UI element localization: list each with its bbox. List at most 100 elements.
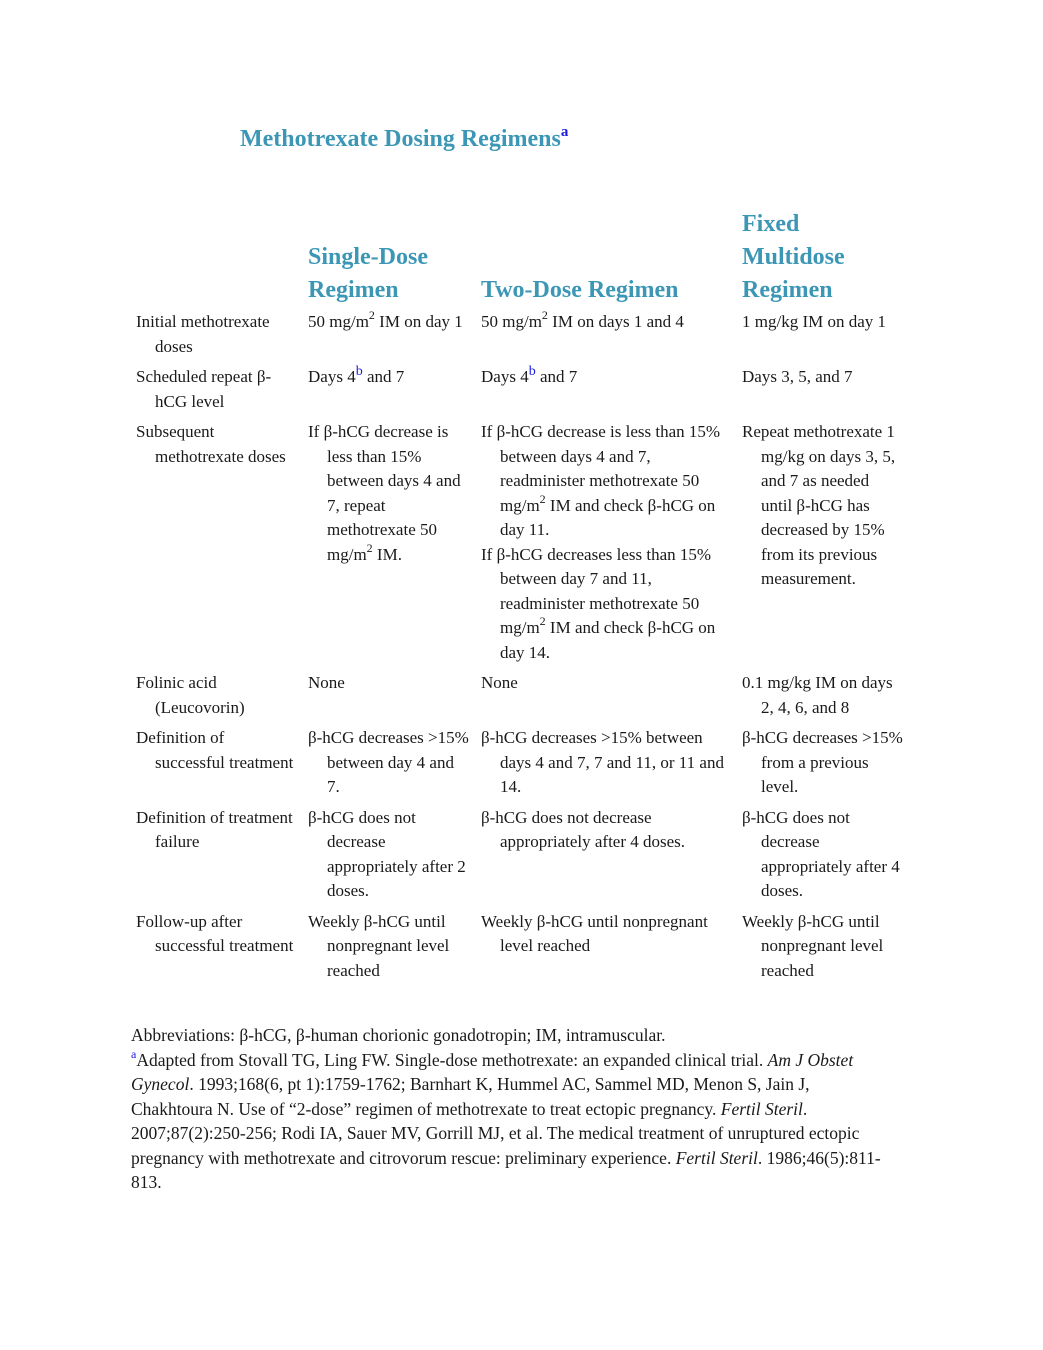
table-notes: Abbreviations: β-hCG, β-human chorionic …: [131, 1023, 891, 1195]
reference-3: Rodi IA, Sauer MV, Gorrill MJ, et al. Th…: [131, 1123, 860, 1168]
cell-two: Weekly β-hCG until nonpregnant level rea…: [475, 910, 736, 990]
table-row: Definition of treatment failure β-hCG doe…: [130, 806, 910, 910]
table-header-row: Single-Dose Regimen Two-Dose Regimen Fix…: [130, 208, 910, 310]
cell-label-text: Folinic acid (Leucovorin): [136, 673, 245, 717]
reference-3-journal: Fertil Steril: [675, 1147, 758, 1168]
cell-single-text: Weekly β-hCG until nonpregnant level rea…: [308, 911, 450, 980]
reference-2-journal: Fertil Steril: [720, 1098, 803, 1119]
cell-label: Initial methotrexate doses: [130, 310, 302, 365]
cell-two-text: If β-hCG decreases less than 15% between…: [481, 543, 730, 666]
reference-1-citation: . 1993;168(6, pt 1):1759-1762;: [189, 1074, 410, 1094]
cell-label-text: Subsequent methotrexate doses: [136, 422, 286, 466]
cell-label: Follow-up after successful treatment: [130, 910, 302, 990]
cell-fixed-text: β-hCG does not decrease appropriately af…: [742, 807, 900, 901]
cell-two-pre: Days 4: [481, 367, 529, 386]
title-footnote-marker: a: [560, 124, 569, 140]
cell-label: Definition of successful treatment: [130, 726, 302, 806]
cell-fixed-text: β-hCG decreases >15% from a previous lev…: [742, 728, 903, 796]
cell-two-text: If β-hCG decrease is less than 15% betwe…: [481, 420, 730, 543]
cell-single: Weekly β-hCG until nonpregnant level rea…: [302, 910, 475, 990]
cell-single-sup: 2: [368, 308, 375, 322]
cell-two-text: Weekly β-hCG until nonpregnant level rea…: [481, 911, 708, 956]
header-blank: [130, 208, 302, 310]
cell-single-pre: Days 4: [308, 367, 356, 386]
cell-single: 50 mg/m2 IM on day 1: [302, 308, 475, 365]
cell-two: None: [475, 671, 736, 726]
header-single-dose: Single-Dose Regimen: [308, 244, 428, 303]
cell-fixed-text: 1 mg/kg IM on day 1: [742, 312, 887, 331]
cell-fixed: Weekly β-hCG until nonpregnant level rea…: [736, 910, 910, 990]
cell-single-post: IM on day 1: [374, 312, 463, 331]
cell-label-text: Scheduled repeat β-hCG level: [136, 367, 272, 411]
cell-label: Subsequent methotrexate doses: [130, 420, 302, 671]
cell-two-post: IM and check β-hCG on day 11.: [500, 495, 716, 540]
cell-label-text: Definition of treatment failure: [136, 807, 293, 852]
cell-fixed: β-hCG decreases >15% from a previous lev…: [736, 726, 910, 806]
cell-fixed: 0.1 mg/kg IM on days 2, 4, 6, and 8: [736, 671, 910, 726]
cell-single-post: and 7: [362, 367, 405, 386]
cell-label-text: Follow-up after successful treatment: [136, 911, 294, 956]
cell-two-pre: If β-hCG decreases less than 15% between…: [481, 544, 712, 638]
cell-single-text: 50 mg/m2 IM on day 1: [308, 308, 469, 335]
cell-two: β-hCG decreases >15% between days 4 and …: [475, 726, 736, 806]
cell-two-sup: 2: [539, 491, 546, 506]
cell-two-sup: 2: [539, 614, 546, 628]
reference-3-citation: . 1986;46(5):811-813.: [131, 1147, 881, 1193]
references-note: aAdapted from Stovall TG, Ling FW. Singl…: [131, 1048, 891, 1195]
dosing-table: Single-Dose Regimen Two-Dose Regimen Fix…: [130, 208, 910, 989]
cell-single: If β-hCG decrease is less than 15% betwe…: [302, 420, 475, 671]
cell-fixed-text: Weekly β-hCG until nonpregnant level rea…: [742, 911, 884, 980]
cell-two-pre: 50 mg/m: [481, 312, 542, 331]
cell-two-text: β-hCG does not decrease appropriately af…: [481, 807, 686, 852]
header-fixed-multidose: Fixed Multidose Regimen: [742, 211, 845, 303]
reference-1: Adapted from Stovall TG, Ling FW. Single…: [136, 1049, 768, 1070]
cell-single: None: [302, 671, 475, 726]
cell-two: Days 4b and 7: [475, 365, 736, 420]
cell-fixed-text: 0.1 mg/kg IM on days 2, 4, 6, and 8: [742, 673, 893, 717]
table-row: Subsequent methotrexate doses If β-hCG de…: [130, 420, 910, 671]
page-title: Methotrexate Dosing Regimensa: [240, 124, 569, 153]
footnote-marker: a: [131, 1046, 137, 1061]
cell-single: Days 4b and 7: [302, 365, 475, 420]
cell-label-text: Definition of successful treatment: [136, 728, 294, 772]
cell-single-sup: b: [355, 364, 363, 379]
cell-single-text: None: [308, 673, 345, 692]
cell-two-post: IM and check β-hCG on day 14.: [500, 618, 716, 662]
cell-fixed: β-hCG does not decrease appropriately af…: [736, 806, 910, 910]
cell-fixed: Days 3, 5, and 7: [736, 365, 910, 420]
cell-label: Scheduled repeat β-hCG level: [130, 365, 302, 420]
cell-single-pre: If β-hCG decrease is less than 15% betwe…: [308, 422, 461, 564]
header-two-dose: Two-Dose Regimen: [481, 277, 679, 303]
cell-label: Folinic acid (Leucovorin): [130, 671, 302, 726]
cell-two: If β-hCG decrease is less than 15% betwe…: [475, 420, 736, 671]
cell-two-post: and 7: [535, 367, 578, 386]
cell-two: 50 mg/m2 IM on days 1 and 4: [475, 308, 736, 365]
cell-single-text: β-hCG does not decrease appropriately af…: [308, 807, 466, 901]
reference-2: Barnhart K, Hummel AC, Sammel MD, Menon …: [131, 1074, 810, 1119]
cell-fixed: 1 mg/kg IM on day 1: [736, 310, 910, 365]
cell-single-text: If β-hCG decrease is less than 15% betwe…: [308, 420, 469, 567]
cell-single-sup: 2: [366, 540, 373, 555]
cell-single: β-hCG does not decrease appropriately af…: [302, 806, 475, 910]
cell-single-text: β-hCG decreases >15% between day 4 and 7…: [308, 728, 469, 796]
cell-fixed-text: Repeat methotrexate 1 mg/kg on days 3, 5…: [742, 422, 896, 588]
title-text: Methotrexate Dosing Regimens: [240, 126, 561, 152]
cell-single-post: IM.: [372, 544, 402, 564]
cell-two-text: β-hCG decreases >15% between days 4 and …: [481, 728, 724, 796]
abbreviations-note: Abbreviations: β-hCG, β-human chorionic …: [131, 1025, 666, 1045]
cell-two-text: 50 mg/m2 IM on days 1 and 4: [481, 308, 730, 335]
reference-2-citation: . 2007;87(2):250-256;: [131, 1098, 808, 1144]
cell-single: β-hCG decreases >15% between day 4 and 7…: [302, 726, 475, 806]
cell-label: Definition of treatment failure: [130, 806, 302, 910]
table-row: Follow-up after successful treatment Week…: [130, 910, 910, 990]
cell-label-text: Initial methotrexate doses: [136, 312, 270, 356]
cell-fixed-text: Days 3, 5, and 7: [742, 367, 853, 386]
table-row: Definition of successful treatment β-hCG …: [130, 726, 910, 806]
cell-two-text: Days 4b and 7: [481, 365, 730, 390]
cell-fixed: Repeat methotrexate 1 mg/kg on days 3, 5…: [736, 420, 910, 671]
cell-two-sup: b: [528, 364, 536, 379]
cell-two-pre: If β-hCG decrease is less than 15% betwe…: [481, 422, 721, 515]
cell-two-sup: 2: [541, 308, 548, 322]
